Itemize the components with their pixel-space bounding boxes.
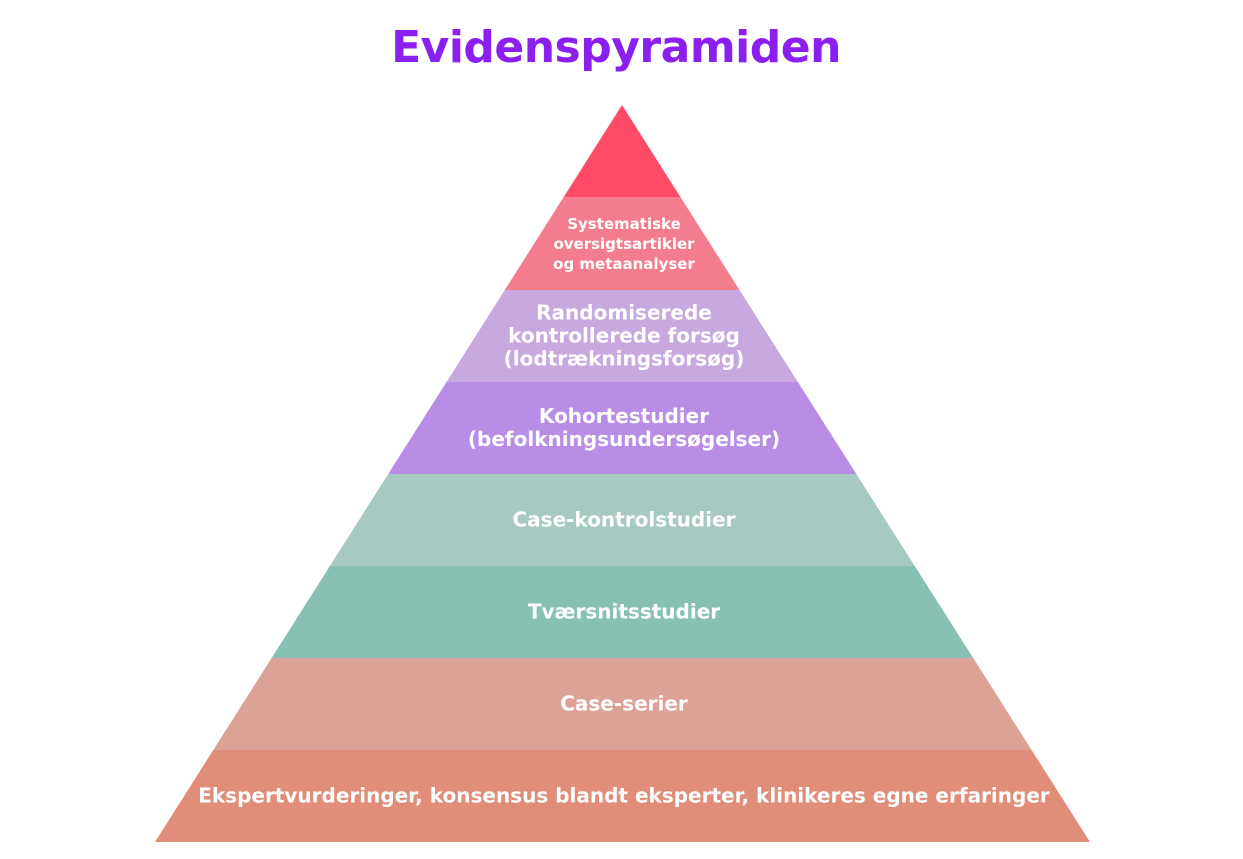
label-expert-opinion: Ekspertvurderinger, konsensus blandt eks… bbox=[198, 783, 1050, 808]
label-rct: Randomiserede kontrollerede forsøg (lodt… bbox=[503, 300, 745, 371]
pyramid-layer-case-control bbox=[329, 474, 915, 566]
label-case-series: Case-serier bbox=[560, 691, 688, 716]
label-case-control: Case-kontrolstudier bbox=[512, 507, 736, 532]
pyramid-layer-expert-opinion bbox=[155, 750, 1090, 842]
pyramid-layer-cohort bbox=[388, 382, 857, 474]
pyramid-layer-cross-sectional bbox=[271, 566, 974, 658]
pyramid-layer-rct bbox=[446, 290, 798, 382]
pyramid-layer-systematic-reviews bbox=[504, 197, 740, 290]
page-title: Evidenspyramiden bbox=[391, 22, 841, 73]
label-cohort: Kohortestudier (befolkningsundersøgelser… bbox=[467, 404, 781, 451]
pyramid-layer-apex bbox=[563, 105, 681, 197]
label-systematic-reviews: Systematiske oversigtsartikler og metaan… bbox=[553, 214, 695, 273]
label-cross-sectional: Tværsnitsstudier bbox=[527, 599, 721, 624]
pyramid-layer-case-series bbox=[213, 658, 1032, 750]
